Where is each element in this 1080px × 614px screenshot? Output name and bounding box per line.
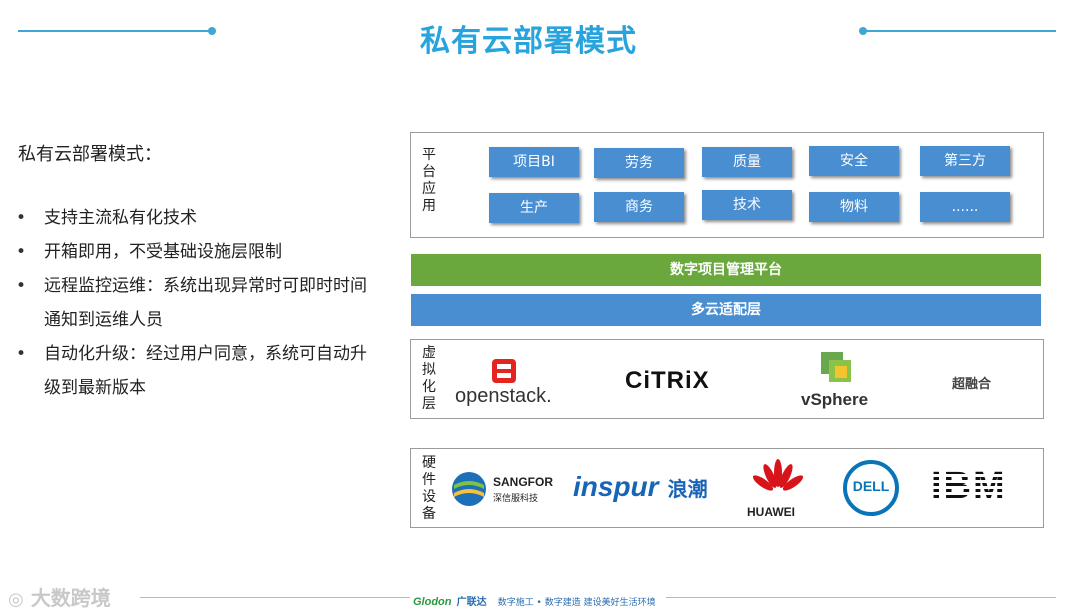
hardware-vertical-label: 硬 件 设 备 (421, 455, 437, 523)
vertical-label-char: 拟 (422, 362, 436, 378)
app-box-business: 商务 (594, 192, 684, 222)
multicloud-bar: 多云适配层 (411, 294, 1041, 326)
app-box-production: 生产 (489, 193, 579, 223)
ibm-logo: IBM (931, 465, 1007, 507)
page-title: 私有云部署模式 (420, 24, 637, 59)
vsphere-text: vSphere (801, 390, 869, 409)
vertical-label-char: 台 (422, 164, 436, 180)
dell-logo: DELL (842, 459, 900, 517)
top-left-dot (208, 27, 216, 35)
digital-platform-bar: 数字项目管理平台 (411, 254, 1041, 286)
inspur-logo: inspur 浪潮 (573, 471, 733, 507)
inspur-text: inspur (573, 471, 659, 502)
vertical-label-char: 用 (422, 198, 436, 214)
list-item: 开箱即用，不受基础设施层限制 (16, 235, 374, 269)
virtualization-panel: 虚 拟 化 层 openstack. CiTRiX vSphere 超融合 (410, 339, 1044, 419)
vertical-label-char: 设 (422, 489, 436, 505)
footer-line-right (666, 597, 1056, 598)
huawei-icon (752, 459, 804, 491)
feature-list: 支持主流私有化技术 开箱即用，不受基础设施层限制 远程监控运维：系统出现异常时可… (16, 201, 374, 405)
virtualization-vertical-label: 虚 拟 化 层 (421, 345, 437, 413)
app-box-third-party: 第三方 (920, 146, 1010, 176)
dell-icon (843, 460, 899, 516)
glodon-logo-text: Glodon (413, 596, 452, 608)
app-box-technology: 技术 (702, 190, 792, 220)
watermark-icon: ◎ (8, 589, 24, 610)
huawei-logo: HUAWEI (745, 459, 811, 521)
openstack-text: openstack. (455, 385, 552, 407)
sangfor-text: SANGFOR (493, 475, 553, 489)
app-box-materials: 物料 (809, 192, 899, 222)
top-right-line (864, 30, 1056, 32)
list-item: 自动化升级：经过用户同意，系统可自动升级到最新版本 (16, 337, 374, 405)
vertical-label-char: 应 (422, 181, 436, 197)
watermark-text: 大数跨境 (30, 586, 111, 610)
hyper-converged-label: 超融合 (952, 377, 992, 392)
footer-line-left (140, 597, 410, 598)
vsphere-icon (821, 352, 851, 382)
top-right-dot (859, 27, 867, 35)
vertical-label-char: 件 (422, 472, 436, 488)
app-box-project-bi: 项目BI (489, 147, 579, 177)
vertical-label-char: 备 (422, 506, 436, 522)
platform-vertical-label: 平 台 应 用 (421, 147, 437, 215)
app-box-quality: 质量 (702, 147, 792, 177)
sangfor-logo: SANGFOR 深信服科技 (451, 471, 563, 511)
hardware-panel: 硬 件 设 备 SANGFOR 深信服科技 inspur 浪潮 HUAWEI (410, 448, 1044, 528)
intro-heading: 私有云部署模式： (18, 144, 162, 165)
vertical-label-char: 平 (422, 147, 436, 163)
vertical-label-char: 硬 (422, 455, 436, 471)
huawei-text: HUAWEI (747, 505, 795, 519)
watermark: ◎ 大数跨境 (8, 582, 111, 611)
app-box-labor: 劳务 (594, 148, 684, 178)
vertical-label-char: 化 (422, 379, 436, 395)
inspur-cn-text: 浪潮 (667, 477, 708, 501)
vertical-label-char: 虚 (422, 345, 436, 361)
platform-app-panel: 平 台 应 用 项目BI 劳务 质量 安全 第三方 生产 商务 技术 物料 ..… (410, 132, 1044, 238)
top-left-line (18, 30, 210, 32)
list-item: 远程监控运维：系统出现异常时可即时时间通知到运维人员 (16, 269, 374, 337)
footer-brand: Glodon 广联达 数字施工 • 数字建造 建设美好生活环境 (413, 590, 656, 609)
sangfor-cn-text: 深信服科技 (493, 494, 539, 504)
dell-text: DELL (852, 478, 890, 494)
footer-slogan: 数字施工 • 数字建造 建设美好生活环境 (497, 598, 656, 608)
openstack-icon (492, 359, 516, 383)
app-box-more: ...... (920, 192, 1010, 222)
sangfor-icon (452, 472, 486, 506)
vertical-label-char: 层 (422, 396, 436, 412)
citrix-logo: CiTRiX (625, 367, 710, 394)
vsphere-logo: vSphere (799, 350, 889, 412)
glodon-cn-text: 广联达 (456, 597, 487, 608)
openstack-logo: openstack. (455, 358, 565, 410)
app-box-safety: 安全 (809, 146, 899, 176)
list-item: 支持主流私有化技术 (16, 201, 374, 235)
